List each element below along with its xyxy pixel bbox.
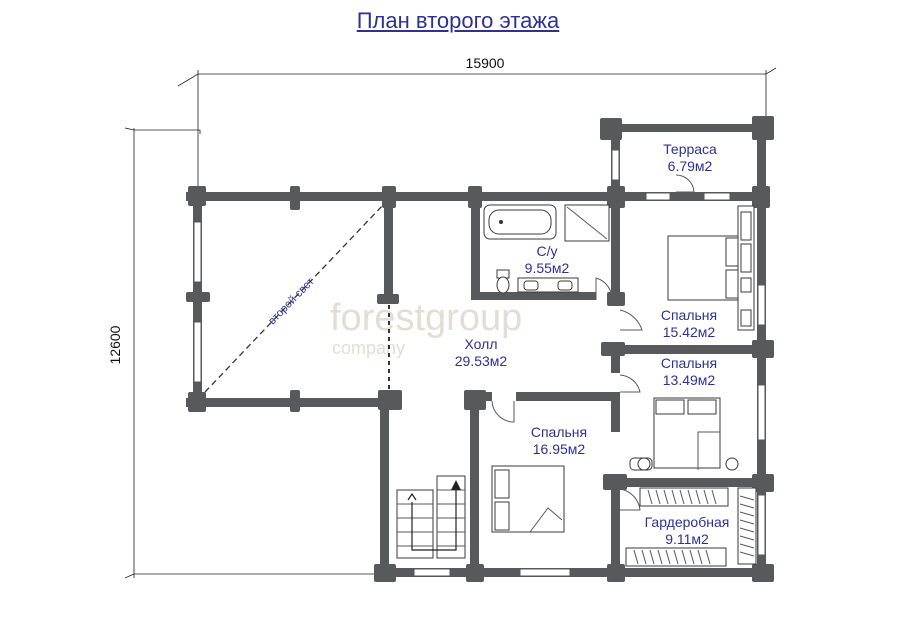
log-joints [186, 116, 774, 582]
bath-area: 9.55м2 [525, 260, 570, 276]
bedroom3-name: Спальня [531, 424, 587, 440]
hall-area: 29.53м2 [455, 353, 508, 369]
bedroom1-furniture [667, 205, 755, 331]
doors [491, 174, 695, 511]
windows [193, 149, 766, 577]
bedroom1-area: 15.42м2 [663, 324, 716, 340]
height-dimension: 12600 [107, 325, 123, 364]
terrace-name: Терраса [663, 141, 717, 157]
watermark-company: company [332, 338, 405, 358]
dimension-lines [124, 67, 777, 579]
room-labels: Терраса 6.79м2 С/у 9.55м2 Спальня 15.42м… [455, 141, 730, 547]
watermark: forestgroup company [330, 297, 522, 358]
bedroom2-name: Спальня [661, 355, 717, 371]
width-dimension: 15900 [466, 55, 505, 71]
hall-name: Холл [465, 336, 498, 352]
wardrobe-racks [625, 487, 757, 567]
bedroom2-area: 13.49м2 [663, 372, 716, 388]
second-light-label: второй свет [266, 276, 316, 328]
wardrobe-name: Гардеробная [645, 514, 730, 530]
watermark-logo: forestgroup [330, 297, 522, 339]
bath-name: С/у [537, 243, 558, 259]
page-title: План второго этажа [356, 8, 560, 33]
bedroom3-furniture [491, 465, 565, 533]
bedroom1-name: Спальня [661, 307, 717, 323]
terrace-area: 6.79м2 [668, 158, 713, 174]
wardrobe-area: 9.11м2 [665, 531, 709, 547]
bedroom2-furniture [629, 397, 739, 471]
stairs [396, 475, 466, 559]
bathroom-fixtures [483, 204, 610, 294]
bedroom3-area: 16.95м2 [533, 441, 586, 457]
